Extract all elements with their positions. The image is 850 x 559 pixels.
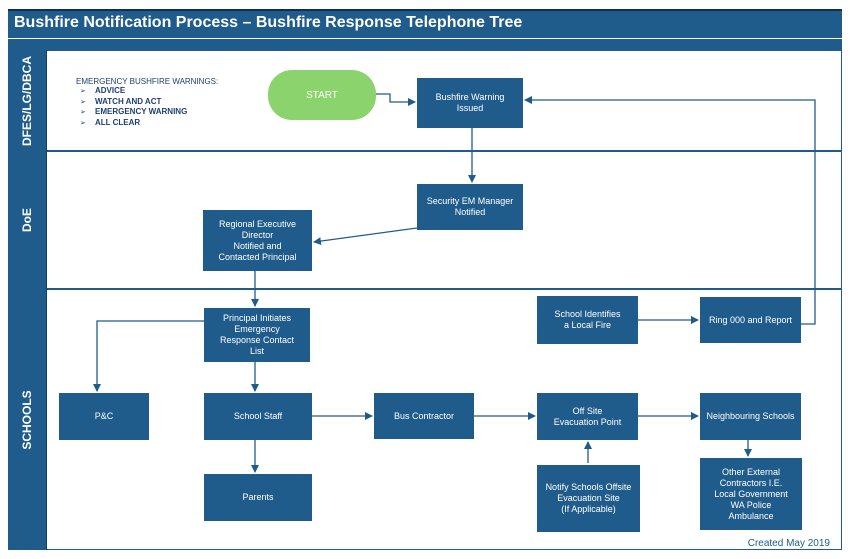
arrow-start-to-warning [376, 93, 416, 106]
node-principal-initiates: Principal Initiates Emergency Response C… [204, 308, 310, 362]
legend-item: ➢ EMERGENCY WARNING [80, 107, 218, 118]
legend-item-label: ADVICE [95, 86, 126, 95]
node-regional-executive-director: Regional Executive Director Notified and… [203, 210, 312, 271]
legend-item: ➢ ADVICE [80, 86, 218, 97]
lane-label-dfes: DFES/LG/DBCA [8, 50, 47, 151]
arrow-principal-to-pc [93, 320, 204, 392]
lane-label-schools: SCHOOLS [8, 289, 47, 550]
legend-item: ➢ ALL CLEAR [80, 118, 218, 129]
title-subbar [8, 38, 842, 50]
node-security-em-manager: Security EM Manager Notified [417, 184, 523, 230]
node-pc: P&C [59, 393, 149, 440]
node-parents: Parents [204, 474, 312, 521]
node-other-external-contractors: Other External Contractors I.E. Local Go… [700, 458, 802, 530]
legend-item-label: WATCH AND ACT [95, 96, 162, 106]
legend-item-label: EMERGENCY WARNING [95, 107, 188, 116]
arrow-ring-to-warning [524, 96, 816, 325]
legend-item: ➢ WATCH AND ACT [80, 97, 218, 108]
arrow-bullet-icon: ➢ [80, 109, 86, 116]
arrow-bullet-icon: ➢ [80, 119, 86, 127]
node-school-staff: School Staff [204, 393, 312, 440]
node-notify-offsite-site: Notify Schools Offsite Evacuation Site (… [537, 465, 640, 532]
node-ring-000: Ring 000 and Report [700, 297, 801, 343]
legend-list: ➢ ADVICE ➢ WATCH AND ACT ➢ EMERGENCY WARNIN… [76, 86, 218, 128]
legend-title: EMERGENCY BUSHFIRE WARNINGS: [76, 77, 219, 86]
node-neighbouring-schools: Neighbouring Schools [700, 393, 801, 440]
node-bus-contractor: Bus Contractor [374, 393, 474, 439]
node-school-identifies-fire: School Identifies a Local Fire [537, 296, 638, 344]
node-offsite-evacuation-point: Off Site Evacuation Point [537, 393, 638, 440]
created-date: Created May 2019 [747, 538, 830, 549]
page-title: Bushfire Notification Process – Bushfire… [14, 14, 523, 31]
lane-label-doe: DoE [8, 151, 47, 289]
start-node: START [268, 70, 376, 120]
lane-divider-1 [47, 150, 842, 152]
arrow-security-to-regional [313, 227, 418, 246]
node-bushfire-warning-issued: Bushfire Warning Issued [417, 78, 523, 128]
arrow-bullet-icon: ➢ [80, 88, 86, 95]
legend-item-label: ALL CLEAR [95, 117, 141, 127]
lane-divider-2 [47, 288, 842, 290]
arrow-bullet-icon: ➢ [80, 98, 86, 106]
warnings-legend: EMERGENCY BUSHFIRE WARNINGS: ➢ ADVICE ➢ WA… [76, 77, 218, 128]
title-bar: Bushfire Notification Process – Bushfire… [8, 9, 842, 38]
